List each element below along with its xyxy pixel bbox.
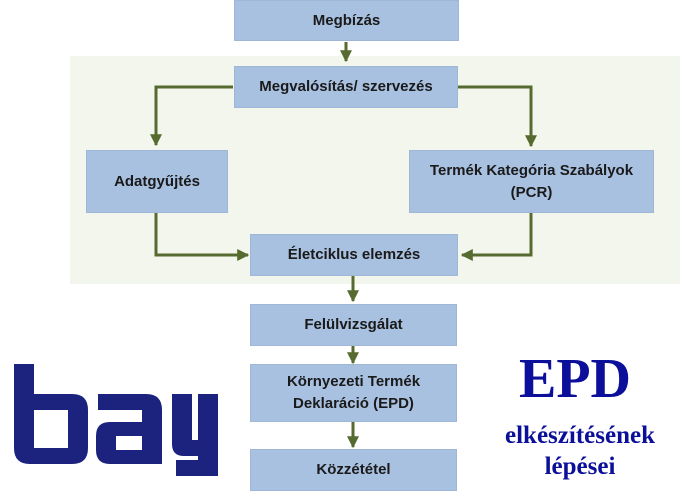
step-megbizas-label: Megbízás — [312, 11, 381, 29]
step-kornyezeti-label-line1: Környezeti Termék — [286, 373, 421, 391]
step-felulvizsgalat-label: Felülvizsgálat — [304, 316, 403, 334]
step-eletciklus: Életciklus elemzés — [250, 234, 458, 276]
step-kornyezeti: Környezeti Termék Deklaráció (EPD) — [250, 364, 457, 422]
step-pcr: Termék Kategória Szabályok (PCR) — [409, 150, 654, 213]
step-megvalositas-label: Megvalósítás/ szervezés — [259, 78, 433, 96]
step-pcr-label-line1: Termék Kategória Szabályok — [429, 161, 634, 179]
bay-logo: ® — [14, 364, 218, 476]
step-eletciklus-label: Életciklus elemzés — [287, 246, 421, 264]
registered-mark: ® — [192, 441, 203, 458]
step-adatgyujtes: Adatgyűjtés — [86, 150, 228, 213]
step-kozzetetel-label: Közzététel — [316, 461, 391, 479]
step-megvalositas: Megvalósítás/ szervezés — [234, 66, 458, 108]
arrow-adatgyujtes-eletciklus — [154, 213, 250, 261]
epd-title: EPD — [519, 348, 631, 410]
arrow-pcr-eletciklus — [460, 213, 533, 261]
step-kozzetetel: Közzététel — [250, 449, 457, 491]
epd-subtitle: elkészítésének lépései — [470, 420, 690, 482]
epd-subtitle-line1: elkészítésének — [505, 422, 655, 449]
step-kornyezeti-label-line2: Deklaráció (EPD) — [293, 395, 414, 412]
arrow-megvalositas-adatgyujtes — [150, 85, 233, 147]
step-megbizas: Megbízás — [234, 0, 459, 41]
step-pcr-label-line2: (PCR) — [510, 183, 553, 201]
step-adatgyujtes-label: Adatgyűjtés — [114, 172, 200, 190]
step-felulvizsgalat: Felülvizsgálat — [250, 304, 457, 346]
arrow-megvalositas-pcr — [458, 85, 537, 148]
epd-subtitle-line2: lépései — [544, 453, 616, 480]
